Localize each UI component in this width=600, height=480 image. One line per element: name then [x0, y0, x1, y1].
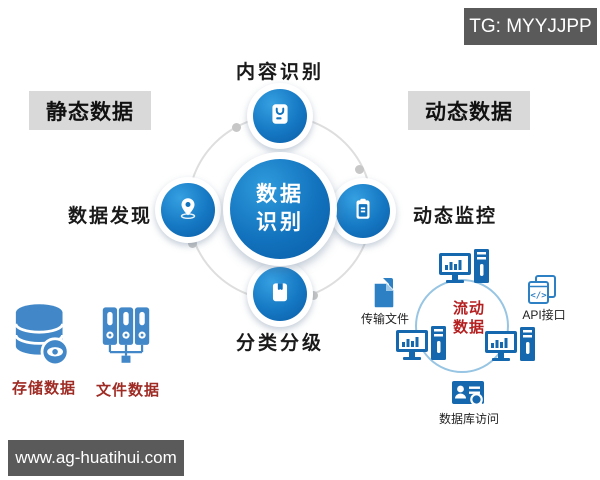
- node-top-label: 内容识别: [235, 62, 324, 83]
- node-bottom-label: 分类分级: [235, 333, 324, 354]
- dynamic-data-label: 动态数据: [408, 91, 530, 130]
- hub-label-line2: 识别: [256, 211, 304, 234]
- database-access-icon: [452, 381, 486, 415]
- storage-data-label: 存储数据: [11, 380, 76, 397]
- location-pin-icon: [175, 195, 201, 226]
- clipboard-icon: [350, 196, 376, 227]
- flowing-data-label: 流动 数据: [436, 299, 502, 337]
- static-data-label: 静态数据: [29, 91, 151, 130]
- computer-icon: [396, 326, 448, 369]
- svg-text:</>: </>: [530, 291, 547, 301]
- ring-dot: [188, 239, 197, 248]
- transfer-file-label: 传输文件: [360, 312, 409, 326]
- flowing-data-line1: 流动: [452, 300, 485, 317]
- ring-dot: [309, 291, 318, 300]
- api-icon: </>: [527, 275, 557, 310]
- computer-icon: [485, 327, 537, 370]
- hub-data-identification: 数据 识别: [223, 152, 337, 266]
- tg-badge: TG: MYYJJPP: [464, 8, 597, 45]
- hub-label-line1: 数据: [256, 183, 304, 206]
- bookmark-icon: [267, 279, 293, 310]
- file-binders-icon: [101, 306, 151, 371]
- transfer-file-icon: [372, 278, 398, 313]
- ring-dot: [355, 165, 364, 174]
- node-classification-grading: [247, 261, 313, 327]
- ring-dot: [232, 123, 241, 132]
- node-right-label: 动态监控: [412, 206, 497, 227]
- node-content-recognition: [247, 83, 313, 149]
- node-dynamic-monitoring: [330, 178, 396, 244]
- api-label: API接口: [522, 308, 566, 322]
- file-data-label: 文件数据: [95, 382, 160, 399]
- node-left-label: 数据发现: [67, 206, 152, 227]
- flowing-data-line2: 数据: [452, 319, 485, 336]
- database-access-label: 数据库访问: [438, 412, 499, 426]
- database-icon: [14, 301, 70, 374]
- card-icon: [267, 101, 293, 132]
- node-data-discovery: [155, 177, 221, 243]
- computer-icon: [439, 249, 491, 292]
- website-badge: www.ag-huatihui.com: [8, 440, 184, 476]
